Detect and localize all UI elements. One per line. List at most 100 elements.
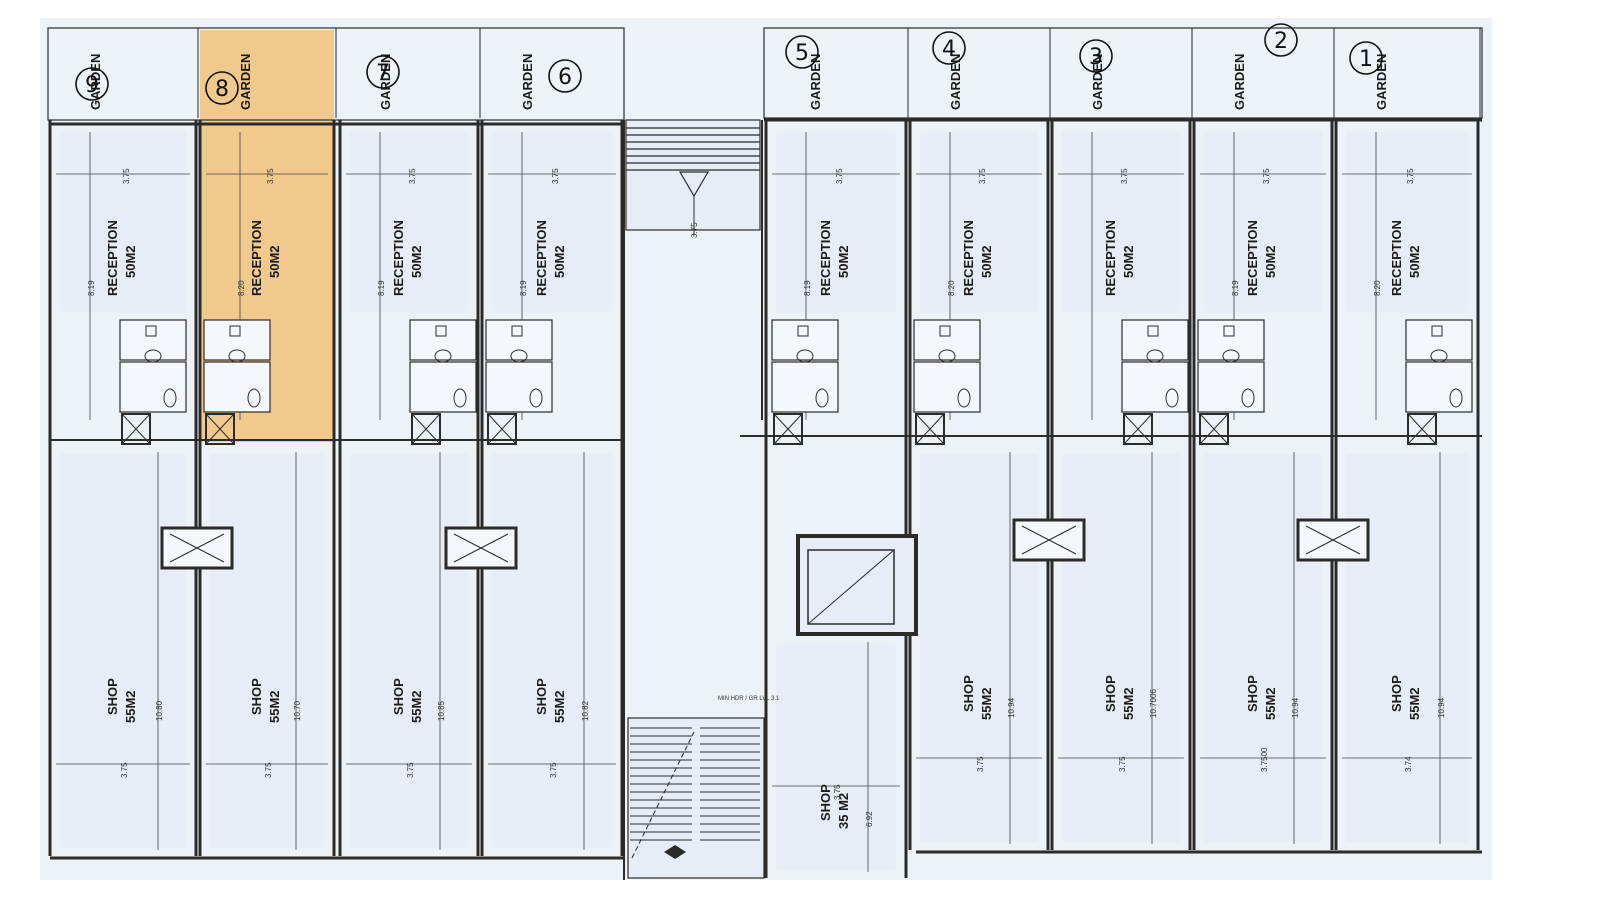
reception-room-9 (60, 132, 186, 312)
unit-number-circle-8 (205, 71, 239, 105)
reception-room-6 (492, 132, 612, 312)
unit-number-9: 9 (85, 73, 99, 98)
shop-area-5: 35 M2 (836, 793, 851, 829)
column-cross (169, 533, 225, 563)
reception-room-1 (1346, 132, 1468, 312)
garden-7 (340, 30, 478, 116)
shaft-cross (1199, 413, 1229, 445)
shop-depth-1: 10.94 (1437, 697, 1446, 718)
kitchenette (409, 319, 477, 361)
toilet-icon (247, 388, 261, 408)
shop-width-8: 3.75 (264, 762, 273, 778)
shop-area-8: 55M2 (267, 690, 282, 723)
shop-depth-8: 10.70 (293, 700, 302, 721)
garden-4 (910, 30, 1048, 116)
reception-label-5: RECEPTION (818, 220, 833, 296)
shaft-cross (773, 413, 803, 445)
kitchenette (485, 319, 553, 361)
column-cross (453, 533, 509, 563)
unit-number-3: 3 (1089, 45, 1103, 70)
sink-icon (435, 325, 447, 337)
shop-label-6: SHOP (534, 678, 549, 715)
service-shaft (1123, 413, 1153, 445)
unit-number-2: 2 (1274, 29, 1288, 54)
shop-width-2: 3.7500 (1260, 747, 1269, 772)
unit-number-circle-2 (1264, 23, 1298, 57)
width-dim-2: 3.75 (1262, 168, 1271, 184)
reception-label-7: RECEPTION (391, 220, 406, 296)
toilet-icon (163, 388, 177, 408)
bathroom (409, 361, 477, 413)
kitchenette (203, 319, 271, 361)
unit-number-circle-1 (1349, 41, 1383, 75)
reception-label-3: RECEPTION (1103, 220, 1118, 296)
toilet-icon (1241, 388, 1255, 408)
service-shaft (1199, 413, 1229, 445)
shop-width-1: 3.74 (1404, 756, 1413, 772)
unit-number-8: 8 (215, 77, 229, 102)
stair-note: MIN HDR / GR LVL 3.1 (718, 696, 780, 702)
bathroom (1405, 361, 1473, 413)
bathroom (203, 361, 271, 413)
shop-width-9: 3.75 (120, 762, 129, 778)
width-dim-8: 3.75 (266, 168, 275, 184)
shop-room-4 (920, 454, 1038, 842)
reception-label-2: RECEPTION (1245, 220, 1260, 296)
column-cross (1305, 525, 1361, 555)
washbasin-icon (510, 349, 528, 363)
service-shaft (915, 413, 945, 445)
unit-number-circle-7 (366, 55, 400, 89)
garden-label-4: GARDEN (948, 54, 963, 110)
reception-area-3: 50M2 (1121, 245, 1136, 278)
shop-area-9: 55M2 (123, 690, 138, 723)
shop-width-3: 3.75 (1118, 756, 1127, 772)
garden-label-7: GARDEN (378, 54, 393, 110)
garden-5 (766, 30, 906, 116)
shop-room-9 (60, 454, 186, 848)
shaft-cross (487, 413, 517, 445)
reception-area-1: 50M2 (1407, 245, 1422, 278)
reception-depth-2: 8.19 (1231, 280, 1240, 296)
toilet-icon (957, 388, 971, 408)
reception-label-9: RECEPTION (105, 220, 120, 296)
service-shaft (205, 413, 235, 445)
shop-depth-3: 10.7006 (1149, 689, 1158, 718)
kitchenette (1197, 319, 1265, 361)
toilet-icon (1165, 388, 1179, 408)
shop-room-5 (776, 644, 896, 870)
toilet-icon (1449, 388, 1463, 408)
shop-area-7: 55M2 (409, 690, 424, 723)
reception-room-4 (920, 132, 1038, 312)
shop-depth-2: 10.94 (1291, 697, 1300, 718)
reception-label-4: RECEPTION (961, 220, 976, 296)
shop-depth-9: 10.80 (155, 700, 164, 721)
width-dim-1: 3.75 (1406, 168, 1415, 184)
garden-label-6: GARDEN (520, 54, 535, 110)
washbasin-icon (796, 349, 814, 363)
reception-depth-5: 8.19 (803, 280, 812, 296)
shop-label-7: SHOP (391, 678, 406, 715)
shop-room-7 (350, 454, 468, 848)
shop-width-6: 3.75 (549, 762, 558, 778)
toilet-icon (529, 388, 543, 408)
service-shaft (121, 413, 151, 445)
shop-depth-5: 6.92 (865, 811, 874, 827)
reception-room-3 (1062, 132, 1180, 312)
garden-strip-right (763, 27, 1483, 119)
unit-number-6: 6 (558, 65, 572, 90)
washbasin-icon (228, 349, 246, 363)
reception-room-5 (776, 132, 896, 312)
reception-area-5: 50M2 (836, 245, 851, 278)
unit-number-circle-4 (932, 31, 966, 65)
reception-depth-4: 8.20 (947, 280, 956, 296)
sink-icon (1431, 325, 1443, 337)
toilet-icon (453, 388, 467, 408)
garden-6 (482, 30, 622, 116)
shop-label-1: SHOP (1389, 675, 1404, 712)
shop-label-3: SHOP (1103, 675, 1118, 712)
garden-label-2: GARDEN (1232, 54, 1247, 110)
reception-area-4: 50M2 (979, 245, 994, 278)
width-dim-7: 3.75 (408, 168, 417, 184)
washbasin-icon (1222, 349, 1240, 363)
